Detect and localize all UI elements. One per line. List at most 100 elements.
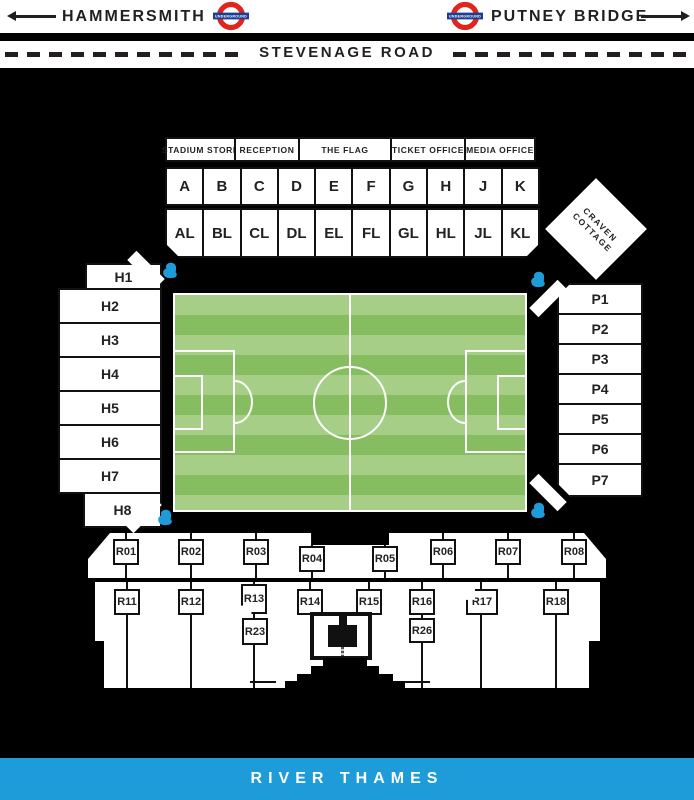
block-a[interactable]: A — [167, 169, 203, 204]
facility-reception[interactable]: RECEPTION — [234, 137, 300, 162]
arrow-left-icon — [7, 11, 56, 21]
block-p5[interactable]: P5 — [557, 403, 643, 435]
accessible-seating-icon — [527, 500, 548, 521]
block-h[interactable]: H — [428, 169, 464, 204]
jetty-detail — [250, 681, 276, 683]
cottage-steps-structure — [310, 612, 372, 660]
facility-ticket-office[interactable]: TICKET OFFICE — [390, 137, 466, 162]
block-f[interactable]: F — [353, 169, 389, 204]
accessible-seating-icon — [159, 260, 180, 281]
block-c[interactable]: C — [241, 169, 277, 204]
block-bl[interactable]: BL — [204, 210, 239, 256]
goal-area-right — [497, 375, 525, 430]
station-hammersmith: HAMMERSMITH — [62, 8, 206, 25]
centre-circle — [313, 366, 387, 440]
penalty-arc-left — [235, 380, 253, 424]
block-r05[interactable]: R05 — [372, 546, 398, 572]
block-h6[interactable]: H6 — [58, 424, 162, 460]
block-r04[interactable]: R04 — [299, 546, 325, 572]
accessible-seating-icon — [154, 507, 175, 528]
block-r06[interactable]: R06 — [430, 539, 456, 565]
block-el[interactable]: EL — [316, 210, 351, 256]
block-e[interactable]: E — [316, 169, 352, 204]
block-b[interactable]: B — [204, 169, 240, 204]
stevenage-road: STEVENAGE ROAD — [0, 41, 694, 68]
transport-header: HAMMERSMITH UNDERGROUND UNDERGROUND PUTN… — [0, 0, 694, 33]
svg-text:UNDERGROUND: UNDERGROUND — [215, 15, 247, 19]
block-d[interactable]: D — [278, 169, 315, 204]
block-hl[interactable]: HL — [428, 210, 463, 256]
station-putney-bridge: PUTNEY BRIDGE — [491, 8, 649, 25]
block-p4[interactable]: P4 — [557, 373, 643, 405]
block-p3[interactable]: P3 — [557, 343, 643, 375]
block-h4[interactable]: H4 — [58, 356, 162, 392]
block-r23[interactable]: R23 — [242, 618, 268, 645]
block-r26[interactable]: R26 — [409, 618, 435, 643]
block-r18[interactable]: R18 — [543, 589, 569, 615]
block-r13[interactable]: R13 — [241, 584, 267, 614]
block-p1[interactable]: P1 — [557, 283, 643, 315]
river-thames-bar: RIVER THAMES — [0, 758, 694, 800]
underground-roundel-icon: UNDERGROUND — [213, 1, 249, 31]
riverside-upper-band: R01 R02 R03 R04 R05 R06 R07 R08 — [88, 533, 606, 578]
block-r11[interactable]: R11 — [114, 589, 140, 615]
goal-area-left — [175, 375, 203, 430]
block-j[interactable]: J — [465, 169, 501, 204]
block-p7[interactable]: P7 — [557, 463, 643, 497]
block-r03[interactable]: R03 — [243, 539, 269, 565]
svg-text:UNDERGROUND: UNDERGROUND — [449, 15, 481, 19]
block-r01[interactable]: R01 — [113, 539, 139, 565]
block-r02[interactable]: R02 — [178, 539, 204, 565]
block-gl[interactable]: GL — [391, 210, 426, 256]
block-g[interactable]: G — [390, 169, 427, 204]
facility-stadium-store[interactable]: STADIUM STORE — [162, 137, 239, 162]
steps-detail — [341, 647, 344, 656]
riverside-notch — [589, 641, 600, 688]
block-r16[interactable]: R16 — [409, 589, 435, 615]
arrow-right-icon — [641, 11, 690, 21]
jetty-detail — [404, 681, 430, 683]
road-dashes-left — [5, 52, 245, 57]
steps-detail — [339, 616, 347, 627]
block-dl[interactable]: DL — [279, 210, 314, 256]
facility-the-flag[interactable]: THE FLAG — [298, 137, 392, 162]
block-jl[interactable]: JL — [465, 210, 500, 256]
block-al[interactable]: AL — [167, 210, 202, 256]
block-k[interactable]: K — [502, 169, 538, 204]
accessible-seating-icon — [527, 269, 548, 290]
football-pitch — [173, 293, 527, 512]
steps-detail — [328, 625, 357, 647]
riverside-notch — [95, 641, 104, 688]
penalty-area-left — [175, 350, 235, 453]
block-h3[interactable]: H3 — [58, 322, 162, 358]
block-r08[interactable]: R08 — [561, 539, 587, 565]
penalty-arc-right — [447, 380, 465, 424]
penalty-area-right — [465, 350, 525, 453]
facility-media-office[interactable]: MEDIA OFFICE — [464, 137, 536, 162]
block-r17[interactable]: R17 — [466, 589, 498, 615]
block-h7[interactable]: H7 — [58, 458, 162, 494]
block-h5[interactable]: H5 — [58, 390, 162, 426]
block-p6[interactable]: P6 — [557, 433, 643, 465]
block-r07[interactable]: R07 — [495, 539, 521, 565]
block-fl[interactable]: FL — [353, 210, 388, 256]
block-kl[interactable]: KL — [503, 210, 538, 256]
river-steps — [297, 674, 393, 682]
block-cl[interactable]: CL — [242, 210, 277, 256]
road-dashes-right — [453, 52, 691, 57]
river-steps — [311, 666, 379, 675]
underground-roundel-icon: UNDERGROUND — [447, 1, 483, 31]
river-steps — [323, 658, 367, 667]
block-r12[interactable]: R12 — [178, 589, 204, 615]
block-h2[interactable]: H2 — [58, 288, 162, 324]
road-name: STEVENAGE ROAD — [259, 44, 435, 61]
river-steps — [285, 681, 405, 688]
block-p2[interactable]: P2 — [557, 313, 643, 345]
river-name: RIVER THAMES — [250, 770, 444, 787]
